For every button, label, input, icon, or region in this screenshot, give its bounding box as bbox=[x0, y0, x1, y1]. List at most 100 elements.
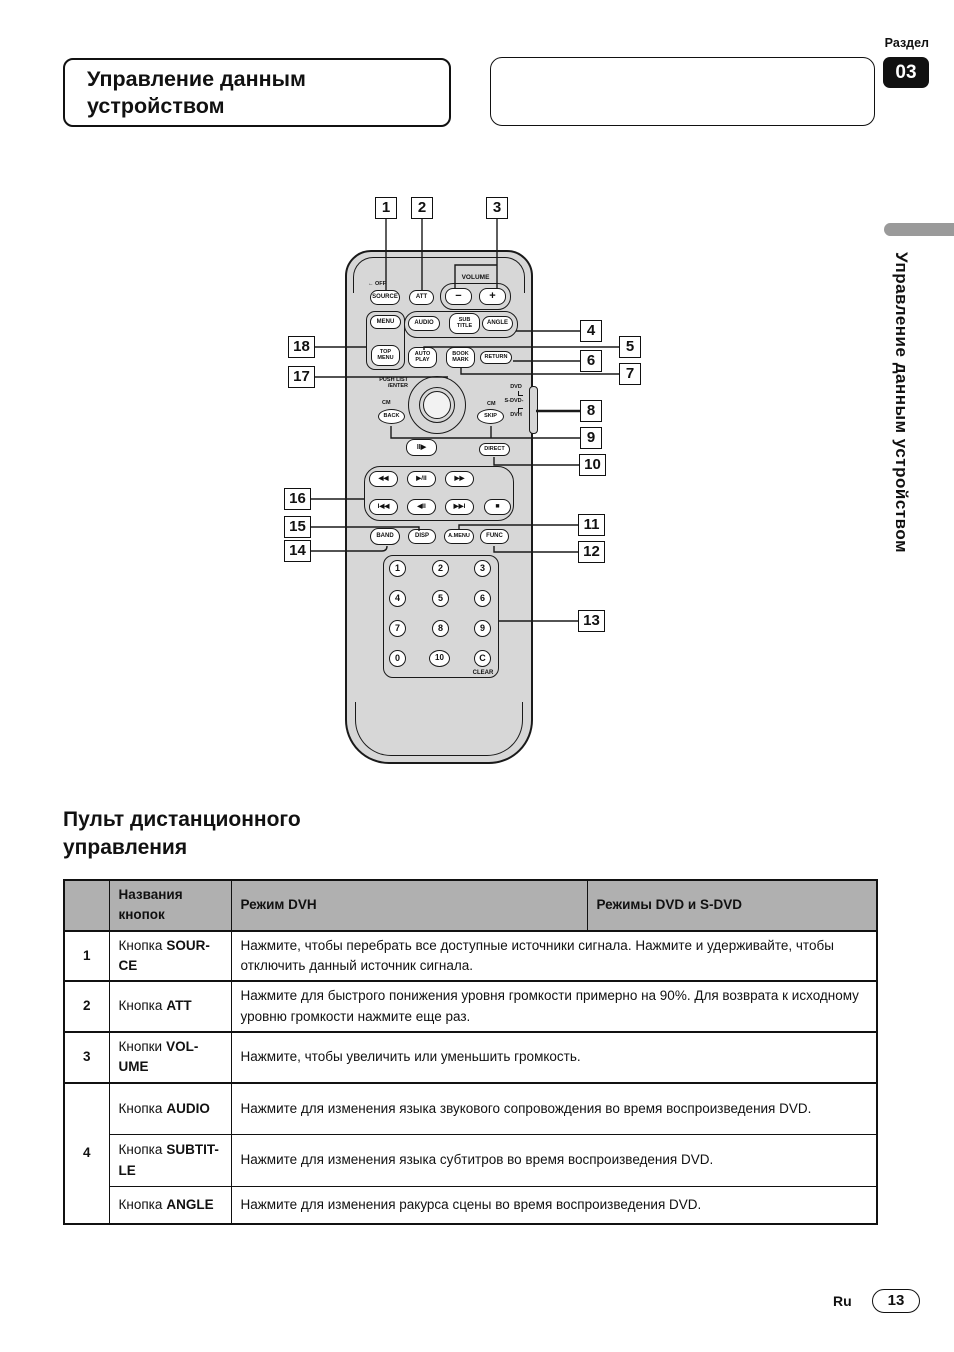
play-pause-button: ▶/II bbox=[407, 471, 436, 487]
push-list-enter-label: PUSH LIST /ENTER bbox=[379, 377, 408, 390]
volume-plus-button: + bbox=[479, 288, 506, 305]
col-header-names: Названия кнопок bbox=[108, 879, 232, 932]
digit-3-button: 3 bbox=[474, 560, 491, 577]
digit-2-button: 2 bbox=[432, 560, 449, 577]
callout-10: 10 bbox=[579, 454, 606, 476]
rotary-dial-inner bbox=[423, 391, 451, 419]
callout-8: 8 bbox=[580, 400, 602, 422]
section-heading: Пульт дистанционного управления bbox=[63, 808, 301, 859]
col-header-dvd-mode: Режимы DVD и S-DVD bbox=[586, 879, 878, 932]
callout-2: 2 bbox=[411, 197, 433, 219]
cm-back-label: CM bbox=[382, 400, 391, 406]
fast-forward-button: ▶▶ bbox=[445, 471, 474, 487]
row-number: 1 bbox=[63, 929, 110, 982]
source-button: SOURCE bbox=[370, 290, 400, 305]
row-number: 4 bbox=[63, 1081, 110, 1224]
disp-button: DISP bbox=[408, 529, 436, 544]
sidebar-tab-bar bbox=[884, 223, 954, 236]
callout-12: 12 bbox=[578, 541, 605, 563]
band-button: BAND bbox=[370, 528, 400, 545]
a-menu-button: A.MENU bbox=[444, 529, 474, 544]
section-label: Раздел bbox=[884, 36, 929, 50]
mode-bracket-top bbox=[518, 391, 523, 396]
return-button: RETURN bbox=[480, 351, 512, 364]
rotary-dial-middle bbox=[419, 387, 455, 423]
callout-11: 11 bbox=[578, 514, 605, 536]
col-header-dvh-mode: Режим DVH bbox=[230, 879, 588, 932]
att-button: ATT bbox=[409, 290, 434, 305]
page-title-box bbox=[63, 58, 451, 127]
callout-15: 15 bbox=[284, 516, 311, 538]
off-label: ← OFF bbox=[368, 281, 387, 287]
digit-4-button: 4 bbox=[389, 590, 406, 607]
number-pad-group bbox=[383, 555, 499, 678]
mode-switch-knob bbox=[529, 386, 538, 434]
section-number-badge: 03 bbox=[883, 57, 929, 88]
table-header-row: Названия кнопок Режим DVH Режимы DVD и S… bbox=[63, 879, 878, 932]
row-number: 2 bbox=[63, 980, 110, 1033]
callout-9: 9 bbox=[580, 427, 602, 449]
clear-c-button: C bbox=[474, 650, 491, 667]
step-back-button: ◀II bbox=[407, 499, 436, 515]
sidebar-vertical-title: Управление данным устройством bbox=[892, 252, 911, 554]
page-title: Управление данным устройством bbox=[87, 67, 306, 118]
footer-language-label: Ru bbox=[833, 1293, 852, 1309]
callout-13: 13 bbox=[578, 610, 605, 632]
secondary-title-box bbox=[490, 57, 875, 126]
callout-5: 5 bbox=[619, 336, 641, 358]
digit-10-button: 10 bbox=[429, 650, 450, 667]
transport-button-group bbox=[364, 466, 514, 521]
callout-17: 17 bbox=[288, 366, 315, 388]
col-header-number bbox=[63, 879, 110, 932]
digit-7-button: 7 bbox=[389, 620, 406, 637]
step-play-button: II▶ bbox=[406, 439, 437, 456]
remote-buttons-table: Названия кнопок Режим DVH Режимы DVD и S… bbox=[63, 879, 878, 1225]
angle-button: ANGLE bbox=[482, 316, 513, 331]
footer-page-number: 13 bbox=[872, 1289, 920, 1313]
digit-6-button: 6 bbox=[474, 590, 491, 607]
button-desc-cell: Нажмите для изменения языка субтитров во… bbox=[230, 1134, 878, 1187]
mode-bracket-bottom bbox=[518, 408, 523, 413]
direct-button: DIRECT bbox=[479, 443, 510, 456]
callout-1: 1 bbox=[375, 197, 397, 219]
mode-sdvd-label: S-DVD- bbox=[504, 398, 524, 404]
digit-0-button: 0 bbox=[389, 650, 406, 667]
digit-1-button: 1 bbox=[389, 560, 406, 577]
menu-button-group bbox=[366, 311, 405, 370]
row-number: 3 bbox=[63, 1031, 110, 1083]
button-desc-cell: Нажмите для быстрого понижения уровня гр… bbox=[230, 980, 878, 1033]
callout-6: 6 bbox=[580, 350, 602, 372]
button-desc-cell: Нажмите для изменения ракурса сцены во в… bbox=[230, 1186, 878, 1224]
remote-bottom-face-line bbox=[355, 702, 523, 756]
remote-top-face-line bbox=[353, 257, 525, 293]
volume-minus-button: − bbox=[445, 288, 472, 305]
func-button: FUNC bbox=[480, 529, 509, 544]
cm-skip-button: SKIP bbox=[477, 409, 504, 424]
rewind-button: ◀◀ bbox=[369, 471, 398, 487]
subtitle-button: SUB TITLE bbox=[449, 313, 480, 334]
auto-play-button: AUTO PLAY bbox=[408, 347, 437, 368]
callout-16: 16 bbox=[284, 488, 311, 510]
clear-label: CLEAR bbox=[472, 670, 494, 676]
top-menu-button: TOP MENU bbox=[371, 345, 400, 366]
volume-label: VOLUME bbox=[461, 274, 490, 281]
digit-8-button: 8 bbox=[432, 620, 449, 637]
callout-4: 4 bbox=[580, 320, 602, 342]
mode-dvh-label: DVH bbox=[510, 412, 522, 418]
callout-3: 3 bbox=[486, 197, 508, 219]
digit-9-button: 9 bbox=[474, 620, 491, 637]
previous-track-button: I◀◀ bbox=[369, 499, 398, 515]
mode-dvd-label: DVD bbox=[510, 384, 522, 390]
book-mark-button: BOOK MARK bbox=[446, 347, 475, 368]
